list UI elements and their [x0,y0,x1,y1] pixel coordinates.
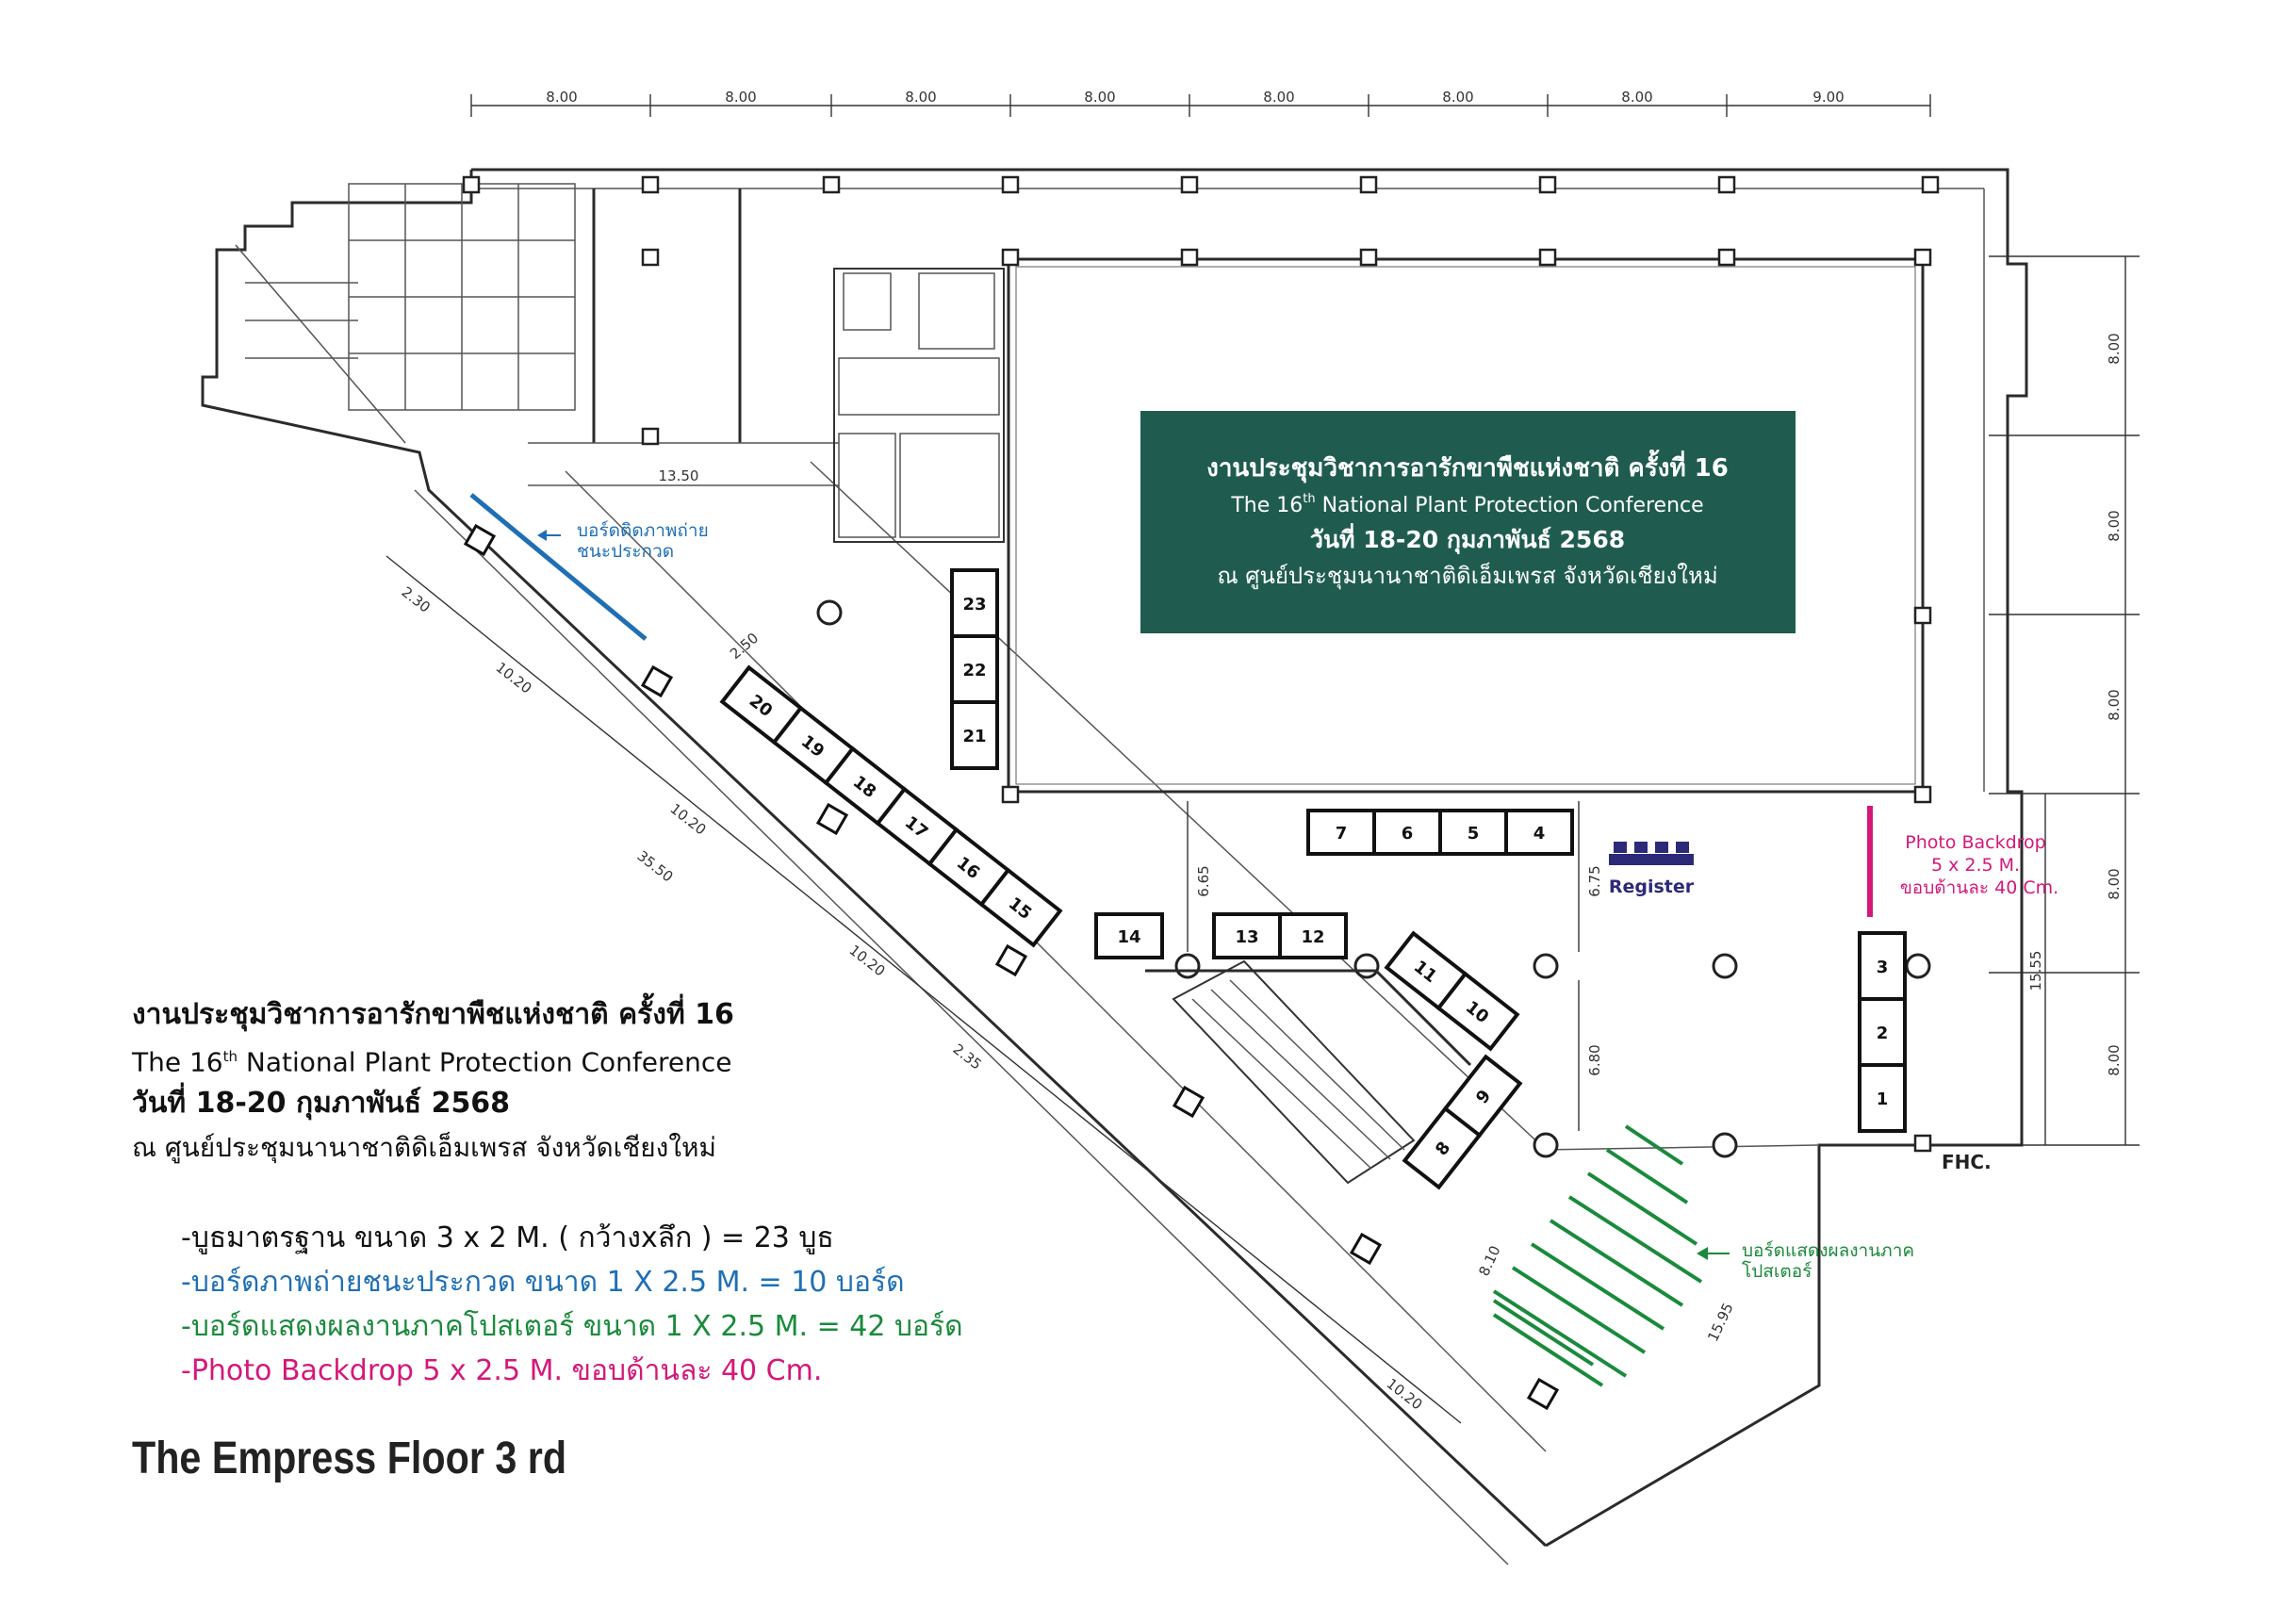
dim-inner-1: 13.50 [659,467,699,484]
dim-right-3: 8.00 [2106,689,2123,720]
top-dimension-line: 8.00 8.00 8.00 8.00 8.00 8.00 8.00 9.00 [470,89,1931,117]
dim-right-4: 8.00 [2106,868,2123,899]
main-hall [1007,257,1925,794]
photo-board-label-2: ชนะประกวด [577,541,674,562]
poster-board-label-1: บอร์ดแสดงผลงานภาค [1742,1240,1914,1261]
booth-2[interactable]: 2 [1858,997,1907,1067]
photo-board-group: บอร์ดติดภาพถ่าย ชนะประกวด [469,493,709,641]
floor-title: The Empress Floor 3 rd [132,1434,567,1483]
svg-text:7: 7 [1336,824,1348,844]
dim-top-8: 9.00 [1812,89,1844,106]
dim-inner-6: 10.20 [846,942,889,980]
svg-text:22: 22 [962,661,986,680]
dim-inner-5: 35.50 [634,847,677,886]
svg-text:3: 3 [1877,958,1889,977]
right-dimension-line: 8.00 8.00 8.00 8.00 8.00 15.55 [1989,255,2140,1146]
svg-text:5: 5 [1468,824,1480,844]
event-info: งานประชุมวิชาการอารักขาพืชแห่งชาติ ครั้ง… [132,994,734,1171]
backdrop-label-3: ขอบด้านละ 40 Cm. [1900,877,2058,898]
booth-3[interactable]: 3 [1858,931,1907,1001]
booth-9[interactable]: 9 [1442,1054,1523,1139]
svg-text:2: 2 [1877,1024,1889,1043]
dim-inner-2: 2.30 [399,583,434,616]
stair-left [235,244,406,444]
photo-backdrop: Photo Backdrop 5 x 2.5 M. ขอบด้านละ 40 C… [1867,806,2058,917]
dim-inner-9: 6.75 [1586,865,1603,896]
diagonal-columns [463,523,1560,1411]
legend: -บูธมาตรฐาน ขนาด 3 x 2 M. ( กว้างxลึก ) … [181,1216,963,1393]
booth-5[interactable]: 5 [1438,809,1508,856]
legend-booths: -บูธมาตรฐาน ขนาด 3 x 2 M. ( กว้างxลึก ) … [181,1221,834,1254]
fhc-label: FHC. [1942,1151,1992,1173]
backdrop-label-2: 5 x 2.5 M. [1931,855,2020,876]
register-label: Register [1609,877,1695,897]
dim-right-1: 8.00 [2106,333,2123,364]
booth-1[interactable]: 1 [1858,1063,1907,1133]
dim-top-5: 8.00 [1263,89,1294,106]
booth-8[interactable]: 8 [1402,1106,1483,1190]
booth-15[interactable]: 15 [978,867,1063,948]
info-venue: ณ ศูนย์ประชุมนานาชาติดิเอ็มเพรส จังหวัดเ… [132,1132,716,1164]
booth-14[interactable]: 14 [1094,912,1164,959]
dim-top-4: 8.00 [1084,89,1115,106]
svg-text:14: 14 [1117,927,1140,947]
svg-text:4: 4 [1533,824,1546,844]
escalator [1145,959,1472,1185]
dim-right-2: 8.00 [2106,510,2123,541]
dim-inner-10: 6.80 [1586,1044,1603,1075]
svg-text:13: 13 [1235,927,1258,947]
event-banner: งานประชุมวิชาการอารักขาพืชแห่งชาติ ครั้ง… [1140,411,1796,633]
banner-line1: งานประชุมวิชาการอารักขาพืชแห่งชาติ ครั้ง… [1206,449,1729,483]
banner-line2: The 16th National Plant Protection Confe… [1230,492,1703,517]
dim-right-total: 15.55 [2027,951,2044,991]
svg-text:12: 12 [1301,927,1324,947]
legend-backdrop: -Photo Backdrop 5 x 2.5 M. ขอบด้านละ 40 … [181,1354,823,1387]
dim-inner-8: 6.65 [1195,865,1212,896]
register-desk: Register [1609,842,1695,897]
booth-12[interactable]: 12 [1278,912,1348,959]
restroom-block [348,183,576,411]
booth-23[interactable]: 23 [950,568,999,638]
hall-columns [462,175,1940,1153]
svg-text:6: 6 [1402,824,1414,844]
booth-20[interactable]: 20 [719,664,804,745]
dim-top-2: 8.00 [725,89,756,106]
dim-top-7: 8.00 [1621,89,1652,106]
dim-inner-14: 2.50 [727,630,762,663]
svg-text:1: 1 [1877,1090,1889,1109]
backdrop-label-1: Photo Backdrop [1905,832,2046,853]
svg-text:21: 21 [962,727,986,746]
service-core: 13.50 [528,188,1005,543]
booth-6[interactable]: 6 [1372,809,1442,856]
booth-4[interactable]: 4 [1504,809,1574,856]
booth-7[interactable]: 7 [1306,809,1376,856]
booth-10[interactable]: 10 [1435,971,1520,1052]
photo-board-label-1: บอร์ดติดภาพถ่าย [577,520,709,541]
banner-line4: ณ ศูนย์ประชุมนานาชาติดิเอ็มเพรส จังหวัดเ… [1217,562,1717,590]
poster-board-label-group: บอร์ดแสดงผลงานภาค โปสเตอร์ [1697,1240,1914,1282]
dim-inner-11: 8.10 [1475,1243,1503,1279]
dim-inner-12: 15.95 [1704,1301,1736,1345]
dim-inner-4: 10.20 [667,800,710,839]
dim-inner-3: 10.20 [493,659,535,697]
info-title-en: The 16th National Plant Protection Confe… [132,1046,732,1078]
dim-top-3: 8.00 [905,89,936,106]
dim-top-1: 8.00 [546,89,577,106]
booth-21[interactable]: 21 [950,700,999,770]
info-date: วันที่ 18-20 กุมภาพันธ์ 2568 [132,1087,511,1121]
booth-22[interactable]: 22 [950,634,999,704]
legend-poster-boards: -บอร์ดแสดงผลงานภาคโปสเตอร์ ขนาด 1 X 2.5 … [181,1310,963,1343]
dim-inner-13: 10.20 [1384,1375,1426,1414]
dim-right-5: 8.00 [2106,1044,2123,1075]
info-title-th: งานประชุมวิชาการอารักขาพืชแห่งชาติ ครั้ง… [132,998,734,1031]
poster-board-label-2: โปสเตอร์ [1742,1260,1812,1282]
poster-board-group [1492,1124,1703,1387]
booth-13[interactable]: 13 [1212,912,1282,959]
banner-line3: วันที่ 18-20 กุมภาพันธ์ 2568 [1310,523,1625,555]
legend-photo-boards: -บอร์ดภาพถ่ายชนะประกวด ขนาด 1 X 2.5 M. =… [181,1266,905,1299]
svg-text:23: 23 [962,595,986,614]
building-outline [201,168,2028,1565]
dim-top-6: 8.00 [1442,89,1473,106]
